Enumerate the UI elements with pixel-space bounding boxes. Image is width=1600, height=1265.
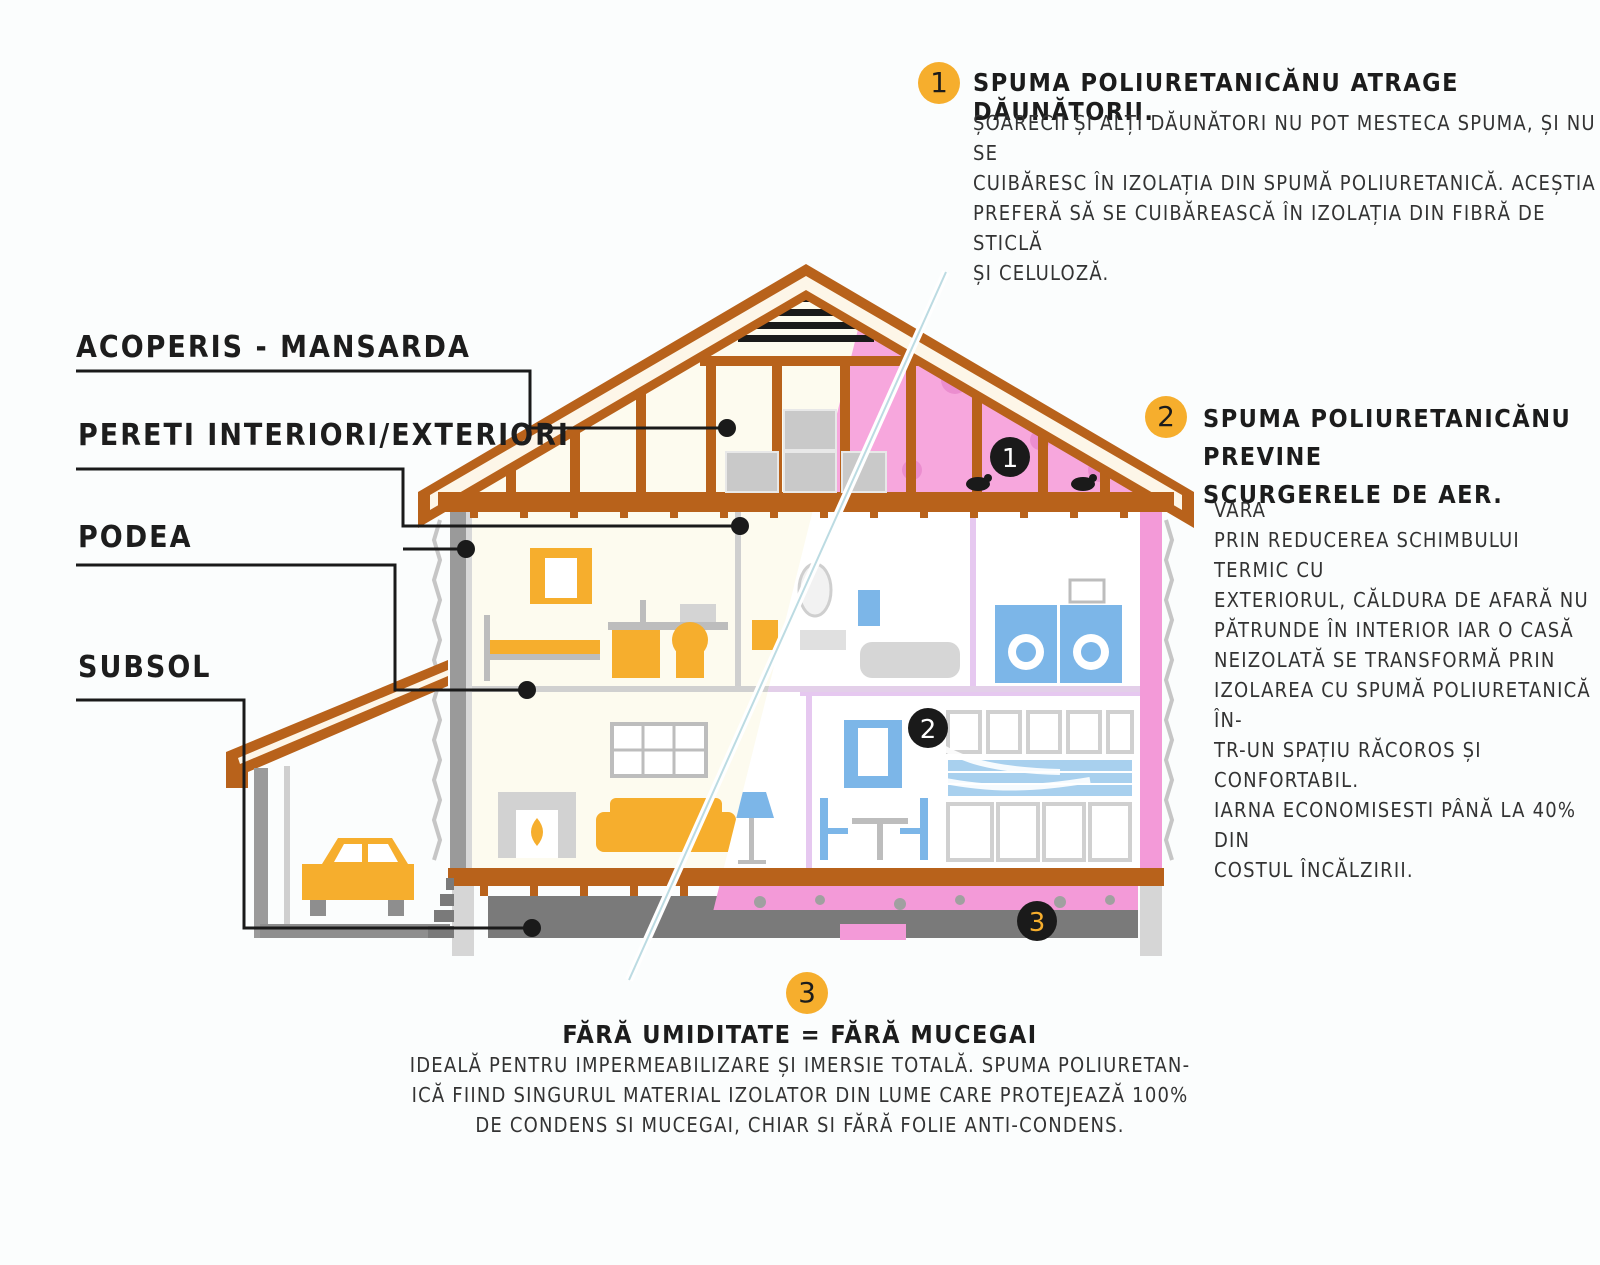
attic-left: [430, 280, 940, 500]
callout-2-title: SPUMA POLIURETANICĂNU PREVINE SCURGERELE…: [1203, 404, 1572, 509]
leader-walls: [76, 467, 740, 528]
diagram-marker-1: 1: [990, 437, 1030, 477]
attic-floor-beam: [438, 492, 1174, 512]
callout-3-badge: 3: [786, 972, 828, 1014]
leader-basement: [76, 698, 532, 930]
callout-1-body: ȘOARECII ȘI ALȚI DĂUNĂTORI NU POT MESTEC…: [973, 111, 1596, 285]
callout-1-title: SPUMA POLIURETANICĂNU ATRAGE DĂUNĂTORII.: [973, 68, 1459, 126]
leader-floor: [76, 563, 527, 692]
callout-2-body: VARA PRIN REDUCEREA SCHIMBULUI TERMIC CU…: [1214, 498, 1591, 882]
label-walls: PERETI INTERIORI/EXTERIORI: [78, 418, 570, 453]
label-roof: ACOPERIS - MANSARDA: [76, 330, 471, 365]
callout-2-badge: 2: [1145, 396, 1187, 438]
svg-text:3: 3: [1029, 908, 1046, 938]
mouse-icon: [966, 474, 1097, 491]
callout-1-badge: 1: [918, 62, 960, 104]
leader-roof: [76, 369, 727, 430]
diagram-marker-3: 3: [1017, 901, 1057, 941]
garage-roof: [226, 660, 448, 788]
callout-3-body: IDEALĂ PENTRU IMPERMEABILIZARE ȘI IMERSI…: [409, 1053, 1191, 1137]
main-floor-beam: [448, 868, 1164, 886]
svg-text:2: 2: [920, 715, 937, 745]
label-basement: SUBSOL: [78, 650, 212, 685]
svg-text:1: 1: [1002, 444, 1019, 474]
first-floor-beam: [625, 686, 1140, 692]
diagram-marker-2: 2: [908, 708, 948, 748]
label-floor: PODEA: [78, 520, 193, 555]
callout-3-title: FĂRĂ UMIDITATE = FĂRĂ MUCEGAI: [562, 1020, 1038, 1049]
